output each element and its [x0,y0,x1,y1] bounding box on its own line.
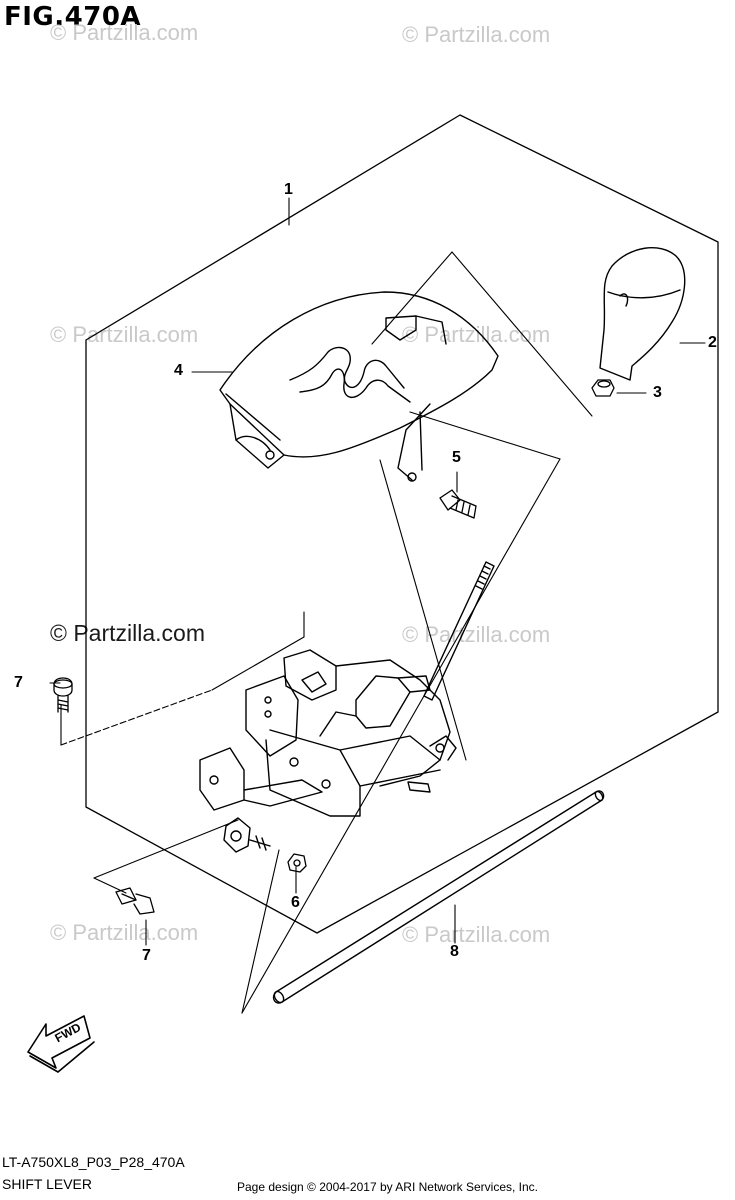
watermark: © Partzilla.com [50,620,205,646]
watermark: © Partzilla.com [50,322,199,347]
bolt-part-7-lower [115,887,155,915]
shift-knob [599,247,686,381]
shift-lever-rod [423,561,495,701]
assembly-outline [85,114,719,934]
watermark: © Partzilla.com [402,322,551,347]
figure-title: FIG.470A [4,2,142,32]
bolt-part-7-upper [53,677,73,713]
leader-lines [49,197,706,1014]
callout-7-upper: 7 [14,674,23,691]
shift-rod [272,790,605,1004]
callout-8: 8 [450,943,459,960]
watermark: © Partzilla.com [402,622,551,647]
section-name: SHIFT LEVER [2,1176,92,1192]
knob-nut [591,379,615,397]
forward-arrow-icon [27,1015,95,1073]
bolt-part-5 [439,489,477,519]
callout-7-lower: 7 [142,947,151,964]
watermark: © Partzilla.com [402,922,551,947]
watermark: © Partzilla.com [402,22,551,47]
watermark: © Partzilla.com [50,920,199,945]
callout-4: 4 [174,362,183,379]
callout-2: 2 [708,334,717,351]
callout-6: 6 [291,894,300,911]
callout-5: 5 [452,449,461,466]
watermark: © Partzilla.com [50,20,199,45]
callout-1: 1 [284,181,293,198]
model-code: LT-A750XL8_P03_P28_470A [2,1154,185,1170]
nut-part-6 [287,853,307,873]
shift-guide-cover [219,291,499,482]
callout-3: 3 [653,384,662,401]
shift-lever-bracket [199,649,457,853]
page-credit: Page design © 2004-2017 by ARI Network S… [237,1180,539,1194]
